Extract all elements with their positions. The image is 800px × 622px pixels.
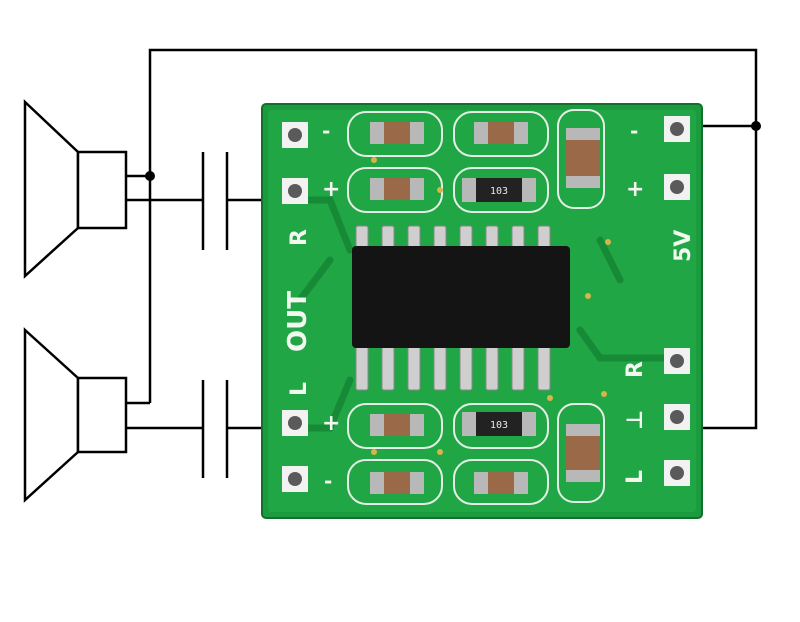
capacitor-top [201,152,229,250]
pad-right-minus-power [664,116,690,142]
speaker-top [23,99,128,279]
label-5v: 5V [671,230,696,262]
label-minus-right-out: - [322,119,330,143]
label-plus-left-out: + [322,411,340,436]
label-minus-left-out: - [324,469,332,493]
smd-resistor: 103 [462,412,536,436]
smd-capacitor-large [566,128,600,188]
label-left-out: L [287,382,312,396]
amplifier-board: 103 103 [261,103,703,519]
label-input-ground: ⊥ [623,410,648,430]
smd-capacitor-large [566,424,600,482]
smd-capacitor [370,122,424,144]
label-input-l: L [623,470,648,484]
label-input-r: R [623,361,648,378]
pad-right-plus-power [664,174,690,200]
smd-capacitor [370,178,424,200]
smd-resistor: 103 [462,178,536,202]
label-out: OUT [283,291,313,352]
label-minus-power: - [630,119,638,143]
pad-left-minus-bottom [282,466,308,492]
smd-capacitor [474,472,528,494]
svg-text:103: 103 [490,186,508,197]
pad-right-input-l [664,460,690,486]
smd-capacitor [474,122,528,144]
pad-right-input-ground [664,404,690,430]
smd-capacitor [370,414,424,436]
capacitor-bottom [201,380,229,478]
pad-left-minus-top [282,122,308,148]
pad-right-input-r [664,348,690,374]
smd-capacitor [370,472,424,494]
amplifier-chip [352,225,570,391]
pad-left-plus-top [282,178,308,204]
label-right-out: R [287,229,312,246]
speaker-bottom [23,327,128,503]
pad-left-plus-bottom [282,410,308,436]
label-plus-power: + [626,177,644,202]
svg-text:103: 103 [490,420,508,431]
label-plus-right-out: + [322,177,340,202]
